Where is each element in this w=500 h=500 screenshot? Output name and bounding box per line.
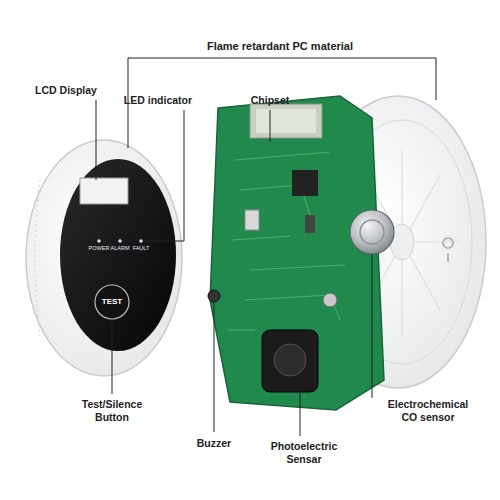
led-label: ALARM [109,245,131,252]
vent-slots [35,180,40,336]
part-label: Photoelectric Sensar [264,440,344,465]
leader-line [144,110,184,241]
part-label: Electrochemical CO sensor [380,398,476,423]
leader-line [112,320,113,394]
led-dot [118,239,122,243]
pcb-board [210,96,384,410]
front-cover [26,140,182,376]
black-face [60,159,176,351]
pcb-lcd-glass [256,109,316,133]
led-dot [139,239,143,243]
keyhole-slot [443,238,453,262]
leader-line [96,100,97,180]
leader-line [270,110,271,142]
button-label: TEST [98,297,126,307]
part-label: LCD Display [26,84,106,97]
led-dot [97,239,101,243]
leader-lines [96,58,436,436]
part-label: LED indicator [118,94,198,107]
part-label: Chipset [240,94,300,107]
pcb-component [323,293,337,307]
pcb-traces [228,152,345,330]
front-cover-shell [26,140,182,376]
co-sensor-cap [360,220,384,244]
test-button [95,285,129,319]
chipset-ic [292,170,318,196]
led-label: FAULT [130,245,152,252]
photoelectric-lens [274,344,306,376]
pcb-lcd-module [250,104,322,138]
lcd-window [80,178,128,204]
leader-line [300,392,301,436]
pcb-component [245,210,259,230]
pcb-component [305,215,315,233]
part-label: Test/Silence Button [72,398,152,423]
leader-line [372,254,373,398]
buzzer-part [208,290,220,302]
part-label: Flame retardant PC material [190,40,370,53]
co-sensor [350,210,394,254]
circuit-board [208,96,394,410]
photoelectric-chamber [262,330,318,392]
part-label: Buzzer [184,437,244,450]
leader-line [214,302,215,432]
led-label: POWER [88,245,110,252]
